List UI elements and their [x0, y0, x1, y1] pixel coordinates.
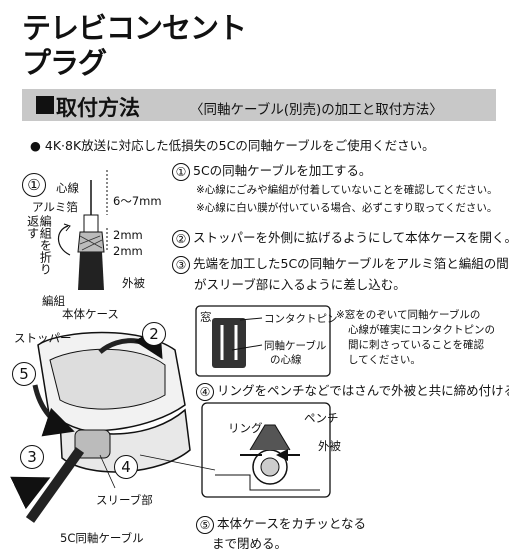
case-label: 本体ケース: [62, 307, 119, 321]
section-band: [22, 89, 496, 121]
assembly-drawing: [10, 325, 216, 523]
window-label: 窓: [200, 310, 212, 324]
assembly-marker-3: 3: [20, 445, 44, 469]
dim-core: 6〜7mm: [113, 194, 162, 208]
window-note-3: 間に刺さっていることを確認: [348, 339, 484, 351]
page-title-line2: プラグ: [22, 46, 107, 80]
step-5-cont: まで閉める。: [212, 536, 288, 551]
cable-diagram-drawing: [57, 170, 108, 290]
window-note-2: 心線が確実にコンタクトピンの: [348, 324, 495, 336]
step1-note-1: ※心線にごみや編組が付着していないことを確認してください。: [196, 184, 498, 196]
foil-label: アルミ箔: [32, 200, 78, 214]
sleeve-label: スリーブ部: [96, 493, 153, 507]
pliers-label: ペンチ: [304, 411, 339, 425]
fold-label: 編組を折り返す: [25, 215, 53, 275]
cable-label: 5C同軸ケーブル: [60, 531, 144, 545]
core-label: 心線: [56, 181, 79, 195]
intro-note: ● 4K·8K放送に対応した低損失の5Cの同軸ケーブルをご使用ください。: [30, 138, 435, 153]
window-note-1: ※窓をのぞいて同軸ケーブルの: [336, 309, 481, 321]
assembly-marker-4: 4: [114, 455, 138, 479]
dim-b: 2mm: [113, 244, 143, 258]
dim-a: 2mm: [113, 228, 143, 242]
window-core-label-2: の心線: [270, 354, 302, 366]
cable-step-marker: ①: [22, 173, 46, 197]
assembly-marker-2: 2: [142, 322, 166, 346]
step-3-cont: がスリーブ部に入るように差し込む。: [194, 277, 406, 292]
window-note-4: してください。: [348, 354, 421, 366]
assembly-marker-5: 5: [12, 362, 36, 386]
stopper-label: ストッパー: [14, 331, 72, 345]
section-subtitle: 〈同軸ケーブル(別売)の加工と取付方法〉: [190, 102, 443, 118]
section-square-icon: [36, 96, 54, 114]
braid-label: 編組: [42, 294, 65, 308]
window-core-label: 同軸ケーブル: [264, 340, 327, 352]
page-title: テレビコンセント: [22, 11, 247, 45]
jacket-label: 外被: [122, 276, 145, 290]
pin-label: コンタクトピン: [264, 313, 338, 325]
ring-label: リング: [228, 421, 263, 435]
section-heading: 取付方法: [56, 96, 140, 120]
ring-jacket-label: 外被: [318, 439, 341, 453]
step1-note-2: ※心線に白い膜が付いている場合、必ずこすり取ってください。: [196, 202, 498, 214]
